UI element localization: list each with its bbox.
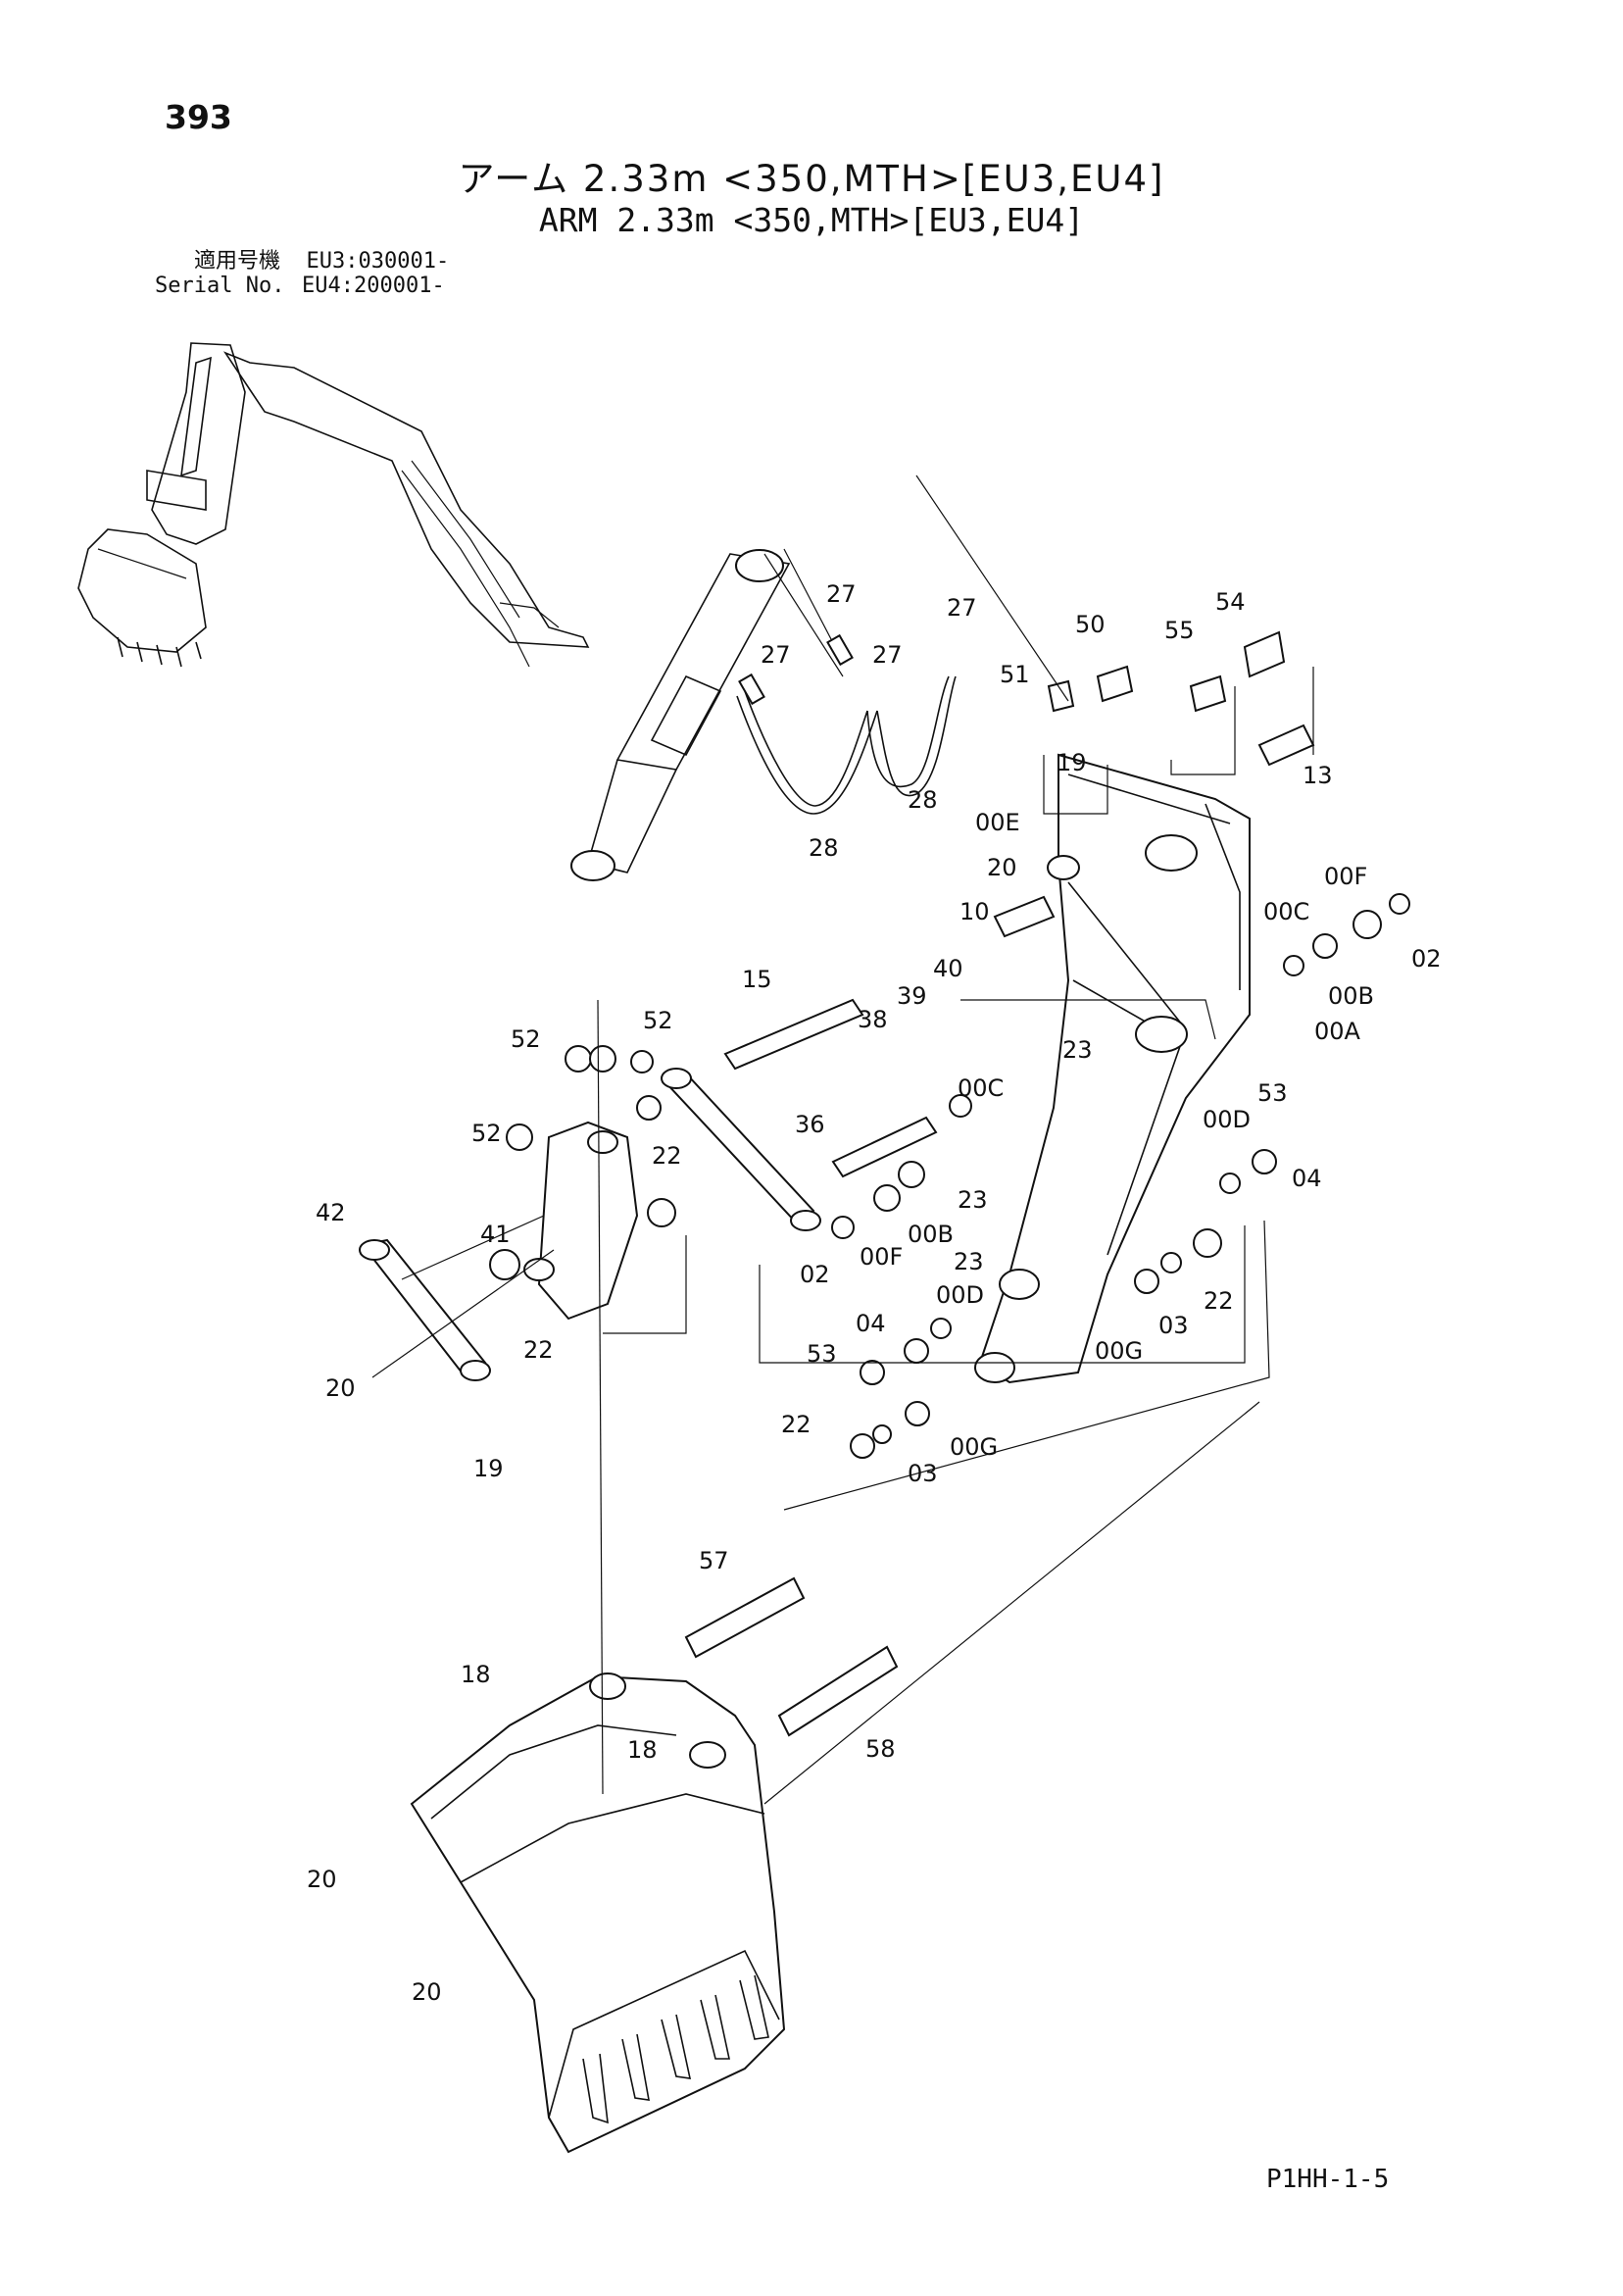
label-57: 57 [699,1547,729,1574]
label-52: 52 [511,1025,541,1053]
label-38: 38 [858,1006,888,1033]
label-23: 23 [954,1248,984,1275]
rings-and-bushings [489,630,1410,1459]
label-13: 13 [1303,762,1333,789]
label-27: 27 [947,594,977,622]
label-23: 23 [958,1186,988,1214]
label-00g: 00G [1095,1337,1143,1365]
label-00c: 00C [1263,898,1309,925]
serial-eu3: EU3:030001- [306,249,450,274]
arm-body [974,753,1251,1384]
label-19: 19 [1057,749,1087,776]
label-18: 18 [627,1736,658,1764]
part-labels: 27 27 27 27 50 55 54 51 13 19 28 28 00E … [307,580,1442,2006]
serial-label-en: Serial No. [155,274,285,298]
label-28: 28 [908,786,938,814]
excavator-overview-sketch [77,342,590,668]
label-22: 22 [652,1142,682,1170]
label-18: 18 [461,1661,491,1688]
label-00c: 00C [958,1074,1004,1102]
label-22: 22 [1204,1287,1234,1315]
label-41: 41 [480,1221,511,1248]
label-27: 27 [872,641,903,669]
label-23: 23 [1062,1036,1093,1064]
label-52: 52 [643,1007,673,1034]
label-00d: 00D [1203,1106,1251,1133]
label-20: 20 [987,854,1017,881]
label-00b: 00B [908,1221,954,1248]
label-20: 20 [412,1978,442,2006]
label-53: 53 [807,1340,837,1368]
leader-lines [371,474,1314,1805]
label-03: 03 [908,1460,938,1487]
arm-cylinder [570,549,791,881]
serial-eu4: EU4:200001- [302,274,445,298]
label-00b: 00B [1328,982,1374,1010]
label-53: 53 [1257,1079,1288,1107]
label-02: 02 [1411,945,1442,973]
label-51: 51 [1000,661,1030,688]
label-20: 20 [325,1374,356,1402]
label-27: 27 [826,580,857,608]
label-52: 52 [471,1120,502,1147]
label-54: 54 [1215,588,1246,616]
footer-code: P1HH-1-5 [1266,2165,1390,2194]
label-15: 15 [742,966,772,993]
label-10: 10 [959,898,990,925]
label-00g: 00G [950,1433,998,1461]
label-00e: 00E [975,809,1020,836]
label-40: 40 [933,955,963,982]
title-japanese: アーム 2.33m <350,MTH>[EU3,EU4] [458,158,1165,200]
title-english: ARM 2.33m <350,MTH>[EU3,EU4] [538,201,1085,239]
label-02: 02 [800,1261,830,1288]
hydraulic-hoses [736,548,957,815]
page-number: 393 [165,98,232,136]
label-00d: 00D [936,1281,984,1309]
label-22: 22 [523,1336,554,1364]
label-55: 55 [1164,617,1195,644]
label-03: 03 [1158,1312,1189,1339]
label-36: 36 [795,1111,825,1138]
label-04: 04 [856,1310,886,1337]
serial-label-jp: 適用号機 [193,249,280,274]
bucket [410,1672,786,2154]
label-00f: 00F [1324,863,1367,890]
label-22: 22 [781,1411,812,1438]
label-19: 19 [473,1455,504,1482]
label-42: 42 [316,1199,346,1226]
serial-info: 適用号機 EU3:030001- Serial No. EU4:200001- [155,249,449,298]
link-bracket [359,1068,821,1381]
label-00a: 00A [1314,1018,1361,1045]
pins [684,724,1315,1737]
label-28: 28 [809,834,839,862]
label-00f: 00F [860,1243,903,1271]
label-50: 50 [1075,611,1106,638]
label-04: 04 [1292,1165,1322,1192]
label-20: 20 [307,1866,337,1893]
label-39: 39 [897,982,927,1010]
label-27: 27 [761,641,791,669]
label-58: 58 [865,1735,896,1763]
